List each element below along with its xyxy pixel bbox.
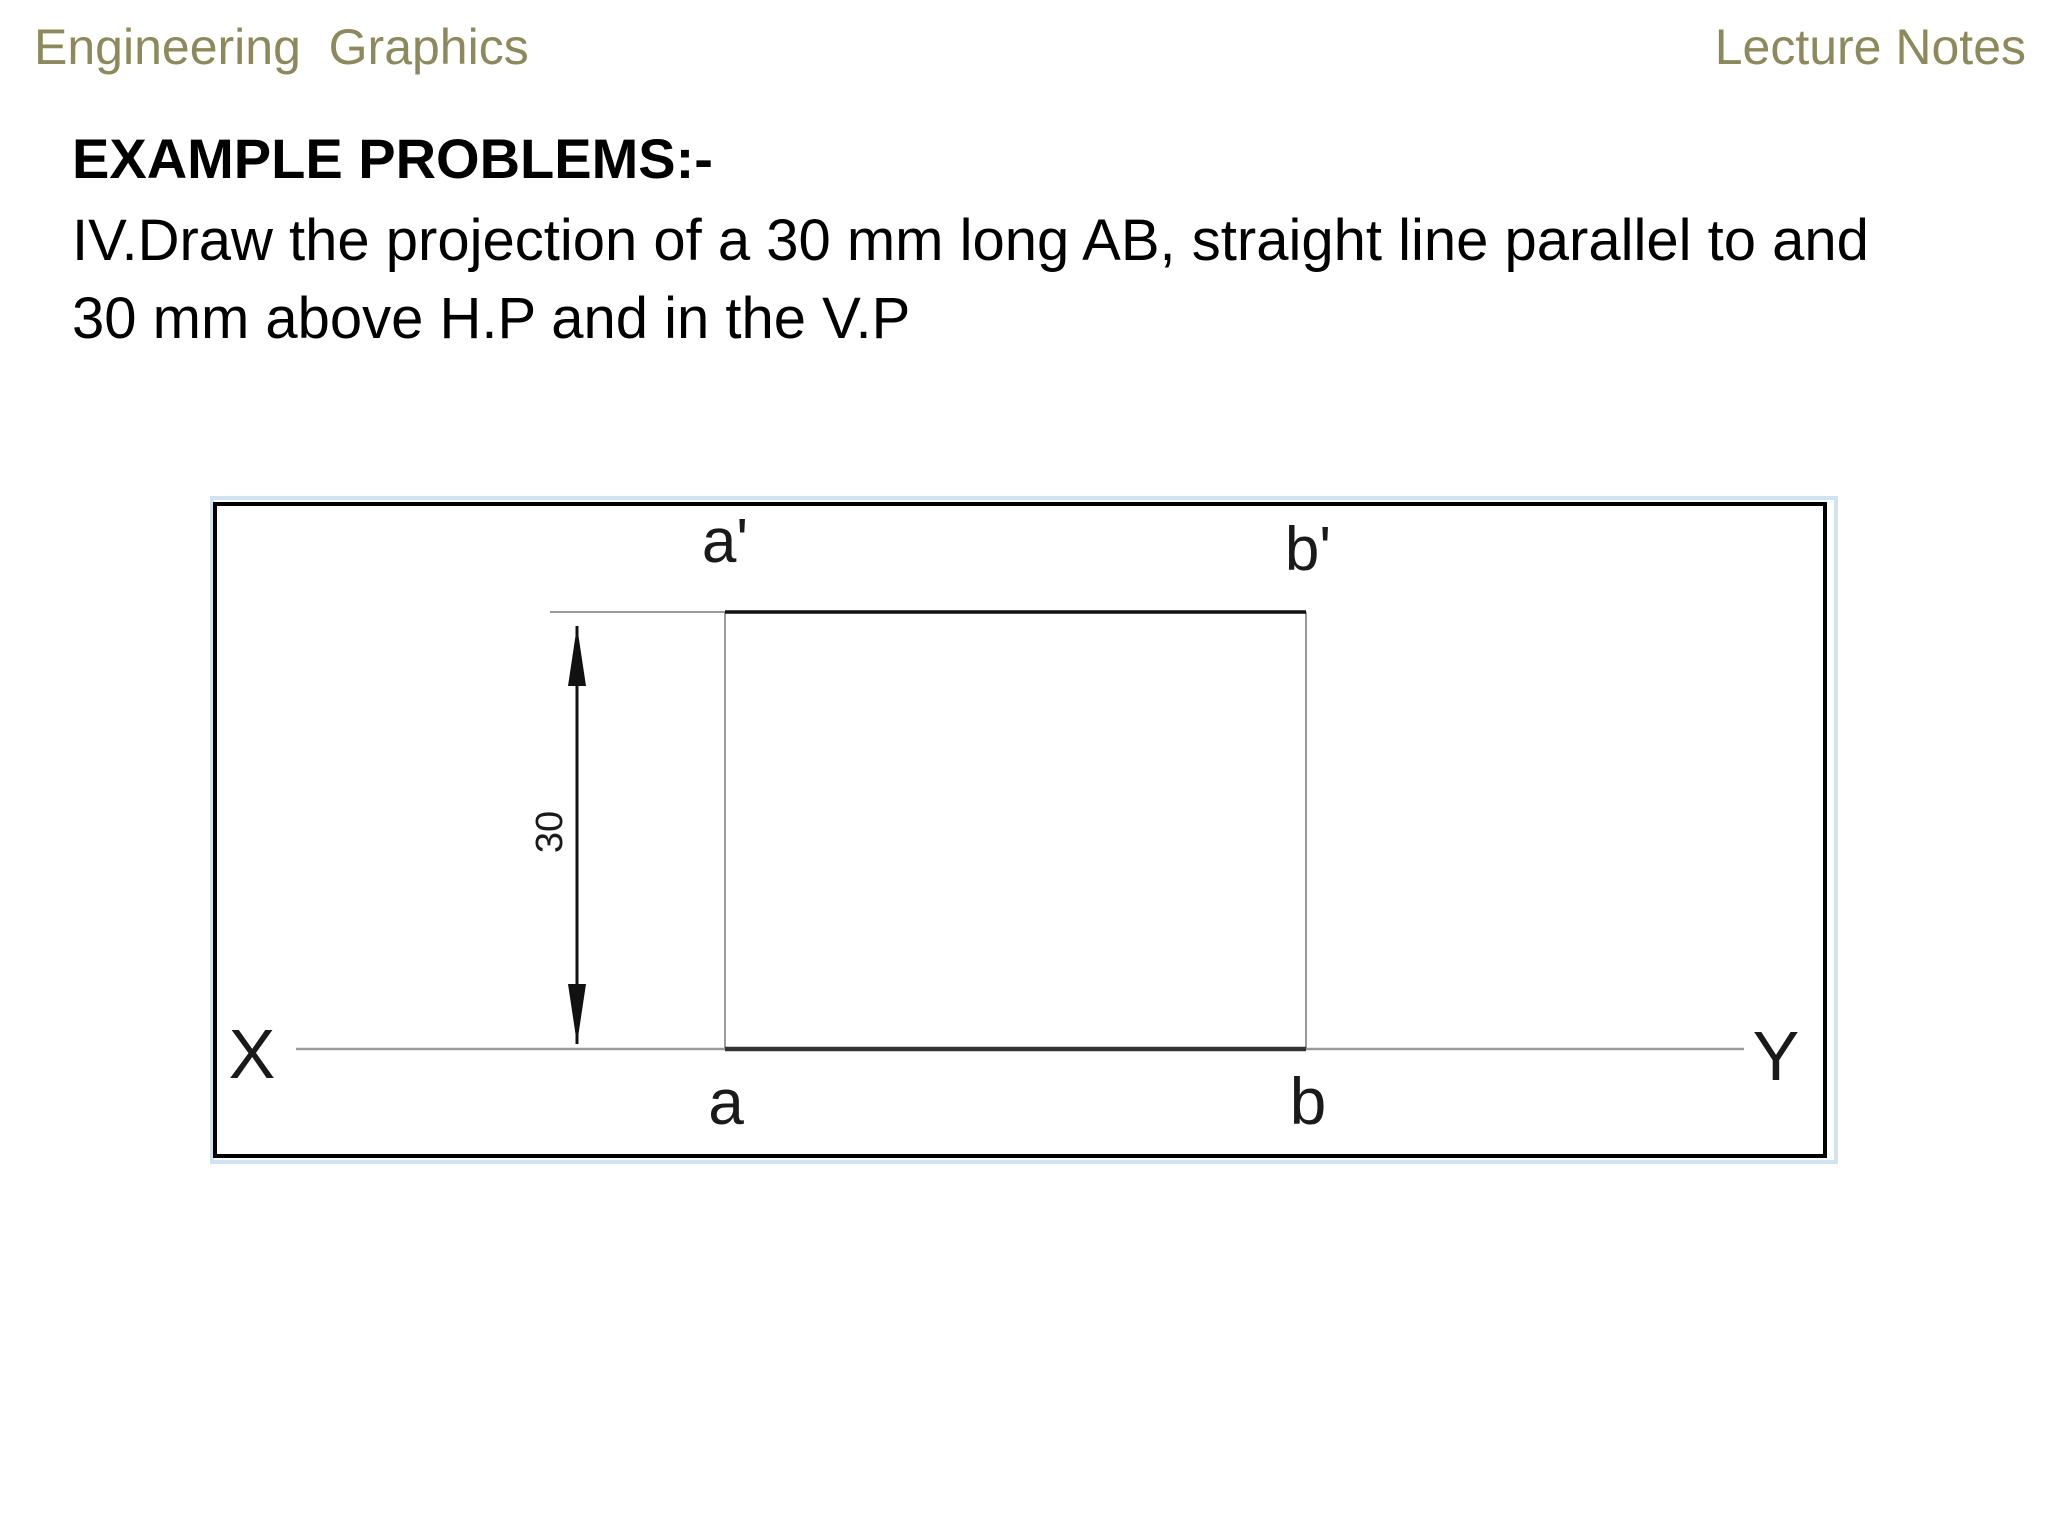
problem-line-1: IV.Draw the projection of a 30 mm long A… [72, 208, 1869, 273]
frame-glow [210, 496, 1838, 1164]
label-a: a [708, 1066, 744, 1138]
header-course-title: Engineering Graphics [34, 19, 529, 75]
label-b-prime: b' [1285, 515, 1331, 584]
projection-drawing: a' b' a b X Y 30 [210, 496, 1838, 1164]
label-a-prime: a' [702, 507, 748, 576]
label-y: Y [1753, 1017, 1800, 1095]
drawing-frame [213, 502, 1827, 1158]
problem-statement: IV.Draw the projection of a 30 mm long A… [72, 202, 2012, 358]
dimension-label: 30 [529, 811, 571, 853]
problem-line-2: 30 mm above H.P and in the V.P [72, 286, 911, 351]
label-x: X [229, 1015, 276, 1093]
label-b: b [1290, 1064, 1327, 1138]
header-lecture-notes: Lecture Notes [1714, 19, 2026, 75]
dimension-arrow-up [568, 626, 586, 686]
dimension-arrow-down [568, 984, 586, 1044]
example-problems-heading: EXAMPLE PROBLEMS:- [72, 127, 713, 190]
projection-figure: a' b' a b X Y 30 [210, 496, 1838, 1164]
